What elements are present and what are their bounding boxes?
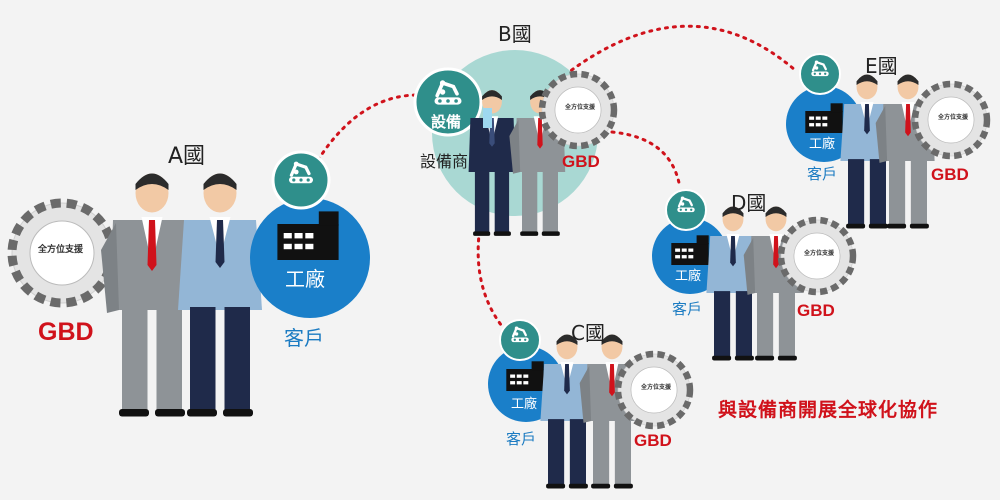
support-label-d: 全方位支援 [804,250,835,257]
gbd-label-a: GBD [38,318,94,346]
factory-label-c: 工廠 [511,397,538,412]
support-label-a: 全方位支援 [38,245,84,255]
country-label-d: D國 [731,191,767,215]
customer-label-e: 客戶 [807,165,838,183]
connector-b-d [610,130,682,190]
d-robot-icon [665,189,707,231]
a-customer-person [178,173,262,417]
briefcase-icon [501,148,514,162]
country-label-a: A國 [168,144,206,169]
connector-a-b [316,93,420,162]
a-robot-icon [271,150,331,210]
support-label-e: 全方位支援 [938,114,969,121]
customer-label-d: 客戶 [672,300,703,318]
document-icon [483,108,492,128]
support-label-c: 全方位支援 [641,384,672,391]
factory-label-a: 工廠 [285,267,325,291]
c-robot-icon [499,319,541,361]
connector-b-e [563,24,797,77]
customer-label-a: 客戶 [284,326,324,350]
country-label-b: B國 [498,22,532,46]
gbd-label-d: GBD [797,301,835,320]
slogan-text: 與設備商開展全球化協作 [718,399,939,421]
country-label-c: C國 [571,321,605,345]
equipment-icon [413,67,483,137]
gbd-label-b: GBD [562,152,600,171]
gbd-label-e: GBD [931,165,969,184]
country-label-e: E國 [865,54,898,78]
factory-label-e: 工廠 [809,137,836,152]
factory-label-d: 工廠 [675,269,702,284]
equipment-icon-label: 設備 [431,113,462,131]
customer-label-c: 客戶 [506,430,537,448]
gbd-label-c: GBD [634,431,672,450]
equipment-vendor-label: 設備商 [420,152,469,171]
support-label-b: 全方位支援 [565,104,596,111]
e-robot-icon [799,53,841,95]
